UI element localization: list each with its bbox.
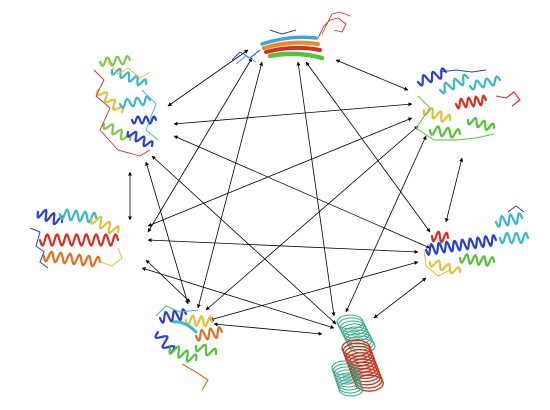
edge-top-lower-left bbox=[196, 61, 264, 309]
edge-top-middle-left bbox=[147, 57, 253, 233]
multi-domain-helical-protein-icon bbox=[93, 55, 159, 157]
edge-top-middle-right bbox=[305, 61, 431, 233]
edge-middle-right-lower-left bbox=[209, 261, 419, 321]
node-layer bbox=[29, 11, 530, 397]
edge-middle-left-middle-right bbox=[147, 238, 419, 254]
edge-top-upper-left bbox=[167, 49, 249, 107]
edge-top-upper-right bbox=[335, 59, 409, 91]
edge-upper-left-lower-right bbox=[151, 155, 337, 325]
globular-helical-protein-icon bbox=[415, 67, 521, 141]
elongated-helical-protein-icon bbox=[423, 205, 530, 277]
edge-layer bbox=[128, 49, 464, 336]
edge-upper-right-middle-left bbox=[147, 117, 413, 227]
edge-upper-right-middle-right bbox=[444, 157, 464, 223]
edge-top-lower-right bbox=[296, 61, 336, 317]
beta-sheet-ribbon-protein-icon bbox=[231, 11, 351, 65]
helix-bundle-protein-icon bbox=[29, 208, 123, 269]
edge-upper-left-middle-right bbox=[173, 135, 431, 249]
edge-upper-right-lower-right bbox=[345, 135, 427, 313]
edge-middle-right-lower-right bbox=[373, 277, 427, 319]
coiled-coil-protein-icon bbox=[331, 314, 384, 397]
edge-upper-left-upper-right bbox=[173, 102, 413, 126]
edge-lower-left-lower-right bbox=[213, 322, 323, 336]
small-alpha-beta-protein-icon bbox=[154, 305, 224, 391]
